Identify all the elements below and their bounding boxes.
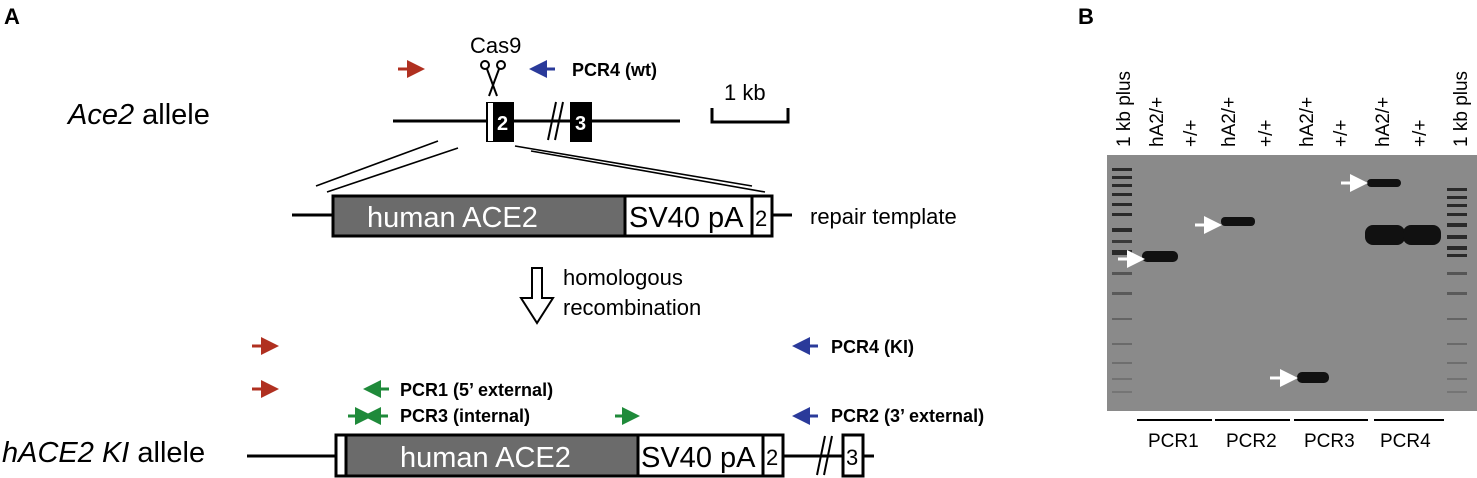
template-exon2-label: 2 xyxy=(755,206,767,231)
gel-lane-labels: 1 kb plus hA2/+ +/+ hA2/+ +/+ hA2/+ +/+ … xyxy=(1114,71,1472,147)
ki-exon3-label: 3 xyxy=(846,445,858,470)
gel-group-label: PCR3 xyxy=(1304,431,1355,452)
gel-band-pcr1 xyxy=(1142,251,1178,262)
template-exon2-box xyxy=(750,194,774,238)
ki-exon3-box xyxy=(841,433,865,478)
cas9-label: Cas9 xyxy=(470,33,521,58)
ki-exon2-box xyxy=(761,433,785,478)
scale-bar-label: 1 kb xyxy=(724,80,766,105)
lane-label: 1 kb plus xyxy=(1114,71,1135,147)
exon2-utr xyxy=(488,103,493,141)
scale-bar xyxy=(710,108,790,124)
lane-label: +/+ xyxy=(1181,120,1202,147)
scissors-icon xyxy=(480,60,506,97)
template-human-ace2-label: human ACE2 xyxy=(367,202,538,234)
exon3-box xyxy=(570,102,592,142)
ki-sv40-label: SV40 pA xyxy=(641,442,756,474)
pcr3-label: PCR3 (internal) xyxy=(400,406,530,426)
panel-label-b: B xyxy=(1078,4,1094,29)
repair-template-label: repair template xyxy=(810,204,957,229)
pcr2-label: PCR2 (3’ external) xyxy=(831,406,984,426)
exon2-label: 2 xyxy=(497,113,508,135)
ladder-right xyxy=(1447,188,1467,393)
template-sv40-label: SV40 pA xyxy=(629,202,744,234)
template-sv40-box xyxy=(623,194,754,238)
gel-band-pcr4-ki xyxy=(1367,179,1401,187)
lane-label: hA2/+ xyxy=(1297,97,1318,147)
gel-image xyxy=(1107,155,1477,411)
hr-line2: recombination xyxy=(563,295,701,320)
pcr1-label: PCR1 (5’ external) xyxy=(400,380,553,400)
axis-break-marks xyxy=(547,101,564,141)
hr-line1: homologous xyxy=(563,265,683,290)
pcr4-ki-label: PCR4 (KI) xyxy=(831,337,914,357)
lane-label: +/+ xyxy=(1410,120,1431,147)
ki-axis-break-marks xyxy=(816,435,833,476)
ace2-allele-label: Ace2 allele xyxy=(66,99,210,131)
gel-band-pcr4-wt-het xyxy=(1365,225,1405,245)
template-human-ace2-box xyxy=(331,194,627,238)
lane-label: hA2/+ xyxy=(1373,97,1394,147)
lane-label: 1 kb plus xyxy=(1451,71,1472,147)
gel-band-pcr4-wt xyxy=(1403,225,1441,245)
lane-label: hA2/+ xyxy=(1219,97,1240,147)
lane-label: hA2/+ xyxy=(1147,97,1168,147)
gel-band-pcr3 xyxy=(1297,372,1329,383)
ladder-left xyxy=(1112,168,1132,393)
ki-human-ace2-label: human ACE2 xyxy=(400,442,571,474)
homology-lines xyxy=(315,140,766,193)
gel-group-label: PCR2 xyxy=(1226,431,1277,452)
lane-label: +/+ xyxy=(1256,120,1277,147)
panel-label-a: A xyxy=(4,4,20,29)
recombination-arrow-icon xyxy=(519,267,555,325)
gel-group-label: PCR1 xyxy=(1148,431,1199,452)
ki-exon2-label: 2 xyxy=(766,445,778,470)
pcr4-wt-label: PCR4 (wt) xyxy=(572,60,657,80)
ki-allele-label: hACE2 KI allele xyxy=(2,437,205,469)
exon3-label: 3 xyxy=(575,113,586,135)
lane-label: +/+ xyxy=(1331,120,1352,147)
gel-group-label: PCR4 xyxy=(1380,431,1431,452)
gel-band-pcr2 xyxy=(1221,217,1255,226)
